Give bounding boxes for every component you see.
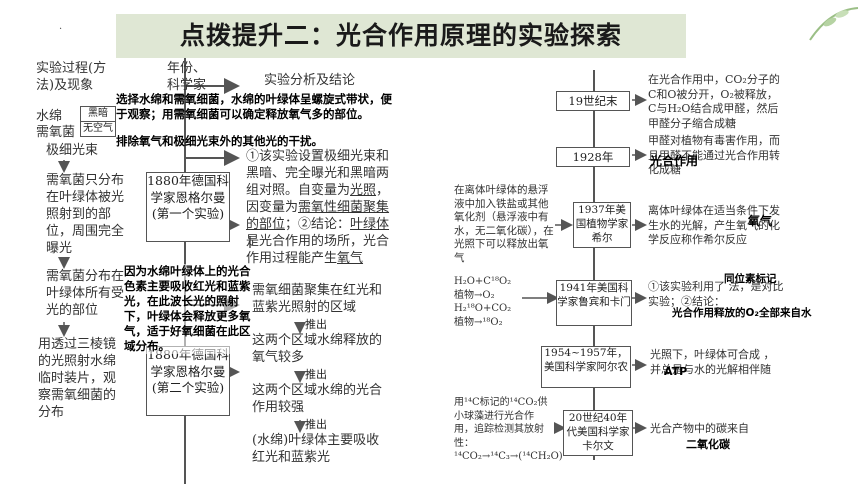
y1940s-left-text: 用¹⁴C标记的¹⁴CO₂供小球藻进行光合作用，追踪检测其放射性：¹⁴CO₂→¹⁴… <box>454 397 563 462</box>
iso-line-4: 植物→¹⁸O₂ <box>454 316 503 328</box>
overlay-annotation-2: 排除氧气和极细光束外的其他光的干扰。 <box>116 134 323 148</box>
overlay-isotope: 同位素标记 <box>724 273 777 285</box>
analysis-gather: 需氧性细菌聚集的部位 <box>246 200 390 232</box>
distribution-text-1: 需氧菌只分布在叶绿体被光照射到的部位，周围完全曝光 <box>46 173 125 256</box>
overlay-o2-from-water: 光合作用释放的O₂全部来自水 <box>672 307 812 319</box>
column-header-process: 实验过程(方法)及现象 <box>36 61 107 93</box>
analysis-1-part-a: ①该实验设置极细光束和黑暗、完全曝光和黑暗两组对照。自变量为 <box>246 149 390 198</box>
y1954-box: 1954~1957年，美国科学家阿尔农 <box>541 346 631 388</box>
distribution-text-2: 需氧菌分布在叶绿体所有受光的部位 <box>46 269 125 318</box>
isotope-equations: H₂O+C¹⁸O₂ 植物→O₂ H₂¹⁸O+CO₂ 植物→¹⁸O₂ <box>454 275 524 329</box>
y1941-right-b: 法，是对比实验；②结论： <box>648 280 784 308</box>
anaerobe-label: 需氧菌 <box>36 125 76 140</box>
dark-box: 黑暗 <box>80 106 116 122</box>
analysis-1-part-d: 是光合作用的场所，光合作用过程能产生 <box>246 234 390 266</box>
engelmann-box-2: 1880年德国科学家恩格尔曼(第二个实验) <box>146 346 230 416</box>
infer-label-1: 推出 <box>305 318 327 331</box>
iso-line-3: H₂¹⁸O+CO₂ <box>454 303 512 314</box>
engelmann-box-1: 1880年德国科学家恩格尔曼(第一个实验) <box>146 172 230 242</box>
column-header-year: 年份、科学家 <box>167 61 207 93</box>
analysis-o2: 氧气 <box>337 251 364 266</box>
title-banner: 点拨提升二：光合作用原理的实验探索 <box>116 14 686 58</box>
no-air-box: 无空气 <box>80 121 116 137</box>
y1937-right-text: 离体叶绿体在适当条件下发生水的光解，产生氧气的化学反应称作希尔反应 <box>648 204 780 246</box>
analysis-chloro: 叶绿体 <box>350 217 390 232</box>
analysis-1-part-b: ，因变量为 <box>246 183 390 215</box>
page-title: 点拨提升二：光合作用原理的实验探索 <box>179 21 622 50</box>
analysis-light: 光照 <box>350 183 377 198</box>
c19-text: 在光合作用中，CO₂分子的C和O被分开，O₂被释放，C与H₂O结合成甲醛，然后甲… <box>648 73 780 130</box>
fine-beam-label: 极细光束 <box>46 143 99 158</box>
water-silk-label: 水绵 <box>36 109 63 124</box>
infer-label-2: 推出 <box>305 368 327 381</box>
overlay-atp: ATP <box>664 365 688 378</box>
y1940s-box: 20世纪40年代美国科学家卡尔文 <box>563 410 633 456</box>
overlay-co2: 二氧化碳 <box>686 438 730 451</box>
y1954-text-a: 光照下，叶绿体可合成 <box>650 348 760 361</box>
y1928-box: 1928年 <box>556 147 630 167</box>
y1937-left-text: 在离体叶绿体的悬浮液中加入铁盐或其他氧化剂（悬浮液中有水，无二氧化碳），在光照下… <box>454 184 554 264</box>
y1937-box: 1937年美国植物学家希尔 <box>573 202 631 248</box>
leaf-decoration-icon <box>809 7 859 41</box>
overlay-annotation-1: 选择水绵和需氧细菌，水绵的叶绿体呈螺旋式带状，便于观察；用需氧细菌可以确定释放氧… <box>116 92 392 121</box>
y1928-text: 甲醛对植物有毒害作用，而且甲醛不能通过光合作用转化成糖 <box>648 134 780 176</box>
infer-label-3: 推出 <box>305 418 327 431</box>
iso-line-2: 植物→O₂ <box>454 289 495 301</box>
analysis-1: ①该实验设置极细光束和黑暗、完全曝光和黑暗两组对照。自变量为光照，因变量为需氧性… <box>246 148 392 267</box>
column-header-analysis: 实验分析及结论 <box>264 73 356 88</box>
y1940s-text: 光合产物中的碳来自 <box>650 422 749 435</box>
c19-box: 19世纪末 <box>556 91 630 111</box>
overlay-oxygen: 氧气 <box>748 214 773 228</box>
conclusion: (水绵)叶绿体主要吸收红光和蓝紫光 <box>252 433 380 465</box>
iso-line-1: H₂O+C¹⁸O₂ <box>454 276 512 287</box>
more-oxygen: 这两个区域水绵释放的氧气较多 <box>252 333 383 365</box>
overlay-annotation-3: 因为水绵叶绿体上的光合色素主要吸收红光和蓝紫光，在此波长光的照射下，叶绿体会释放… <box>124 264 252 354</box>
y1954-text-b: ，并总是与水的光解相伴随 <box>650 348 775 376</box>
y1941-right-a: ①该实验利用了 <box>648 280 725 293</box>
overlay-photosynthesis: 光合作用 <box>650 154 699 168</box>
prism-text: 用透过三棱镜的光照射水绵临时装片，观察需氧细菌的分布 <box>38 337 117 420</box>
y1941-right-text: ①该实验利用了 法，是对比实验；②结论： <box>648 280 784 309</box>
decorative-dot: · <box>59 24 63 35</box>
strong-photo: 这两个区域水绵的光合作用较强 <box>252 383 383 415</box>
y1954-text: 光照下，叶绿体可合成 ，并总是与水的光解相伴随 <box>650 348 784 377</box>
y1941-box: 1941年美国科学家鲁宾和卡门 <box>556 280 632 326</box>
gather-red-blue: 需氧细菌聚集在红光和蓝紫光照射的区域 <box>252 283 383 315</box>
analysis-1-part-c: ；②结论： <box>285 217 351 232</box>
